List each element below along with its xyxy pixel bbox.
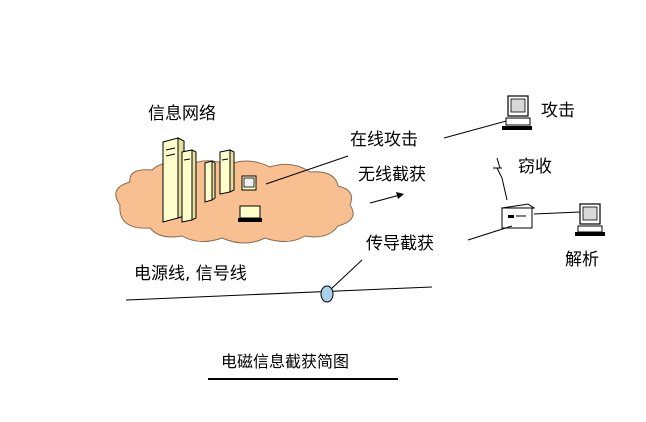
caption-underline: [208, 378, 398, 380]
diagram-caption: 电磁信息截获简图: [221, 352, 350, 371]
attack-line: [443, 119, 511, 139]
label-network: 信息网络: [148, 104, 216, 124]
label-analyze: 解析: [565, 250, 599, 270]
server-tower-icon: [181, 149, 197, 223]
antenna-icon: [493, 157, 508, 201]
signal-tap-icon: [320, 285, 334, 303]
online-attack-line: [265, 155, 349, 185]
label-eavesdrop: 窃收: [518, 157, 552, 177]
label-online-attack: 在线攻击: [350, 130, 418, 150]
server-tower-icon: [204, 160, 216, 203]
tap-link-line: [329, 259, 363, 291]
wireless-arrow: [369, 192, 404, 204]
label-attack: 攻击: [541, 101, 575, 121]
label-conducted-intercept: 传导截获: [366, 234, 434, 254]
label-power-signal-lines: 电源线, 信号线: [134, 264, 247, 284]
computer-icon: [238, 175, 262, 222]
computer-icon: [575, 203, 605, 236]
analyze-cable: [533, 211, 581, 215]
receiver-box-icon: [500, 203, 536, 229]
label-wireless-intercept: 无线截获: [358, 165, 426, 185]
server-tower-icon: [162, 137, 185, 223]
computer-icon: [502, 95, 532, 130]
power-signal-line: [125, 286, 433, 301]
conducted-intercept-line: [467, 225, 513, 241]
server-tower-icon: [219, 149, 235, 195]
